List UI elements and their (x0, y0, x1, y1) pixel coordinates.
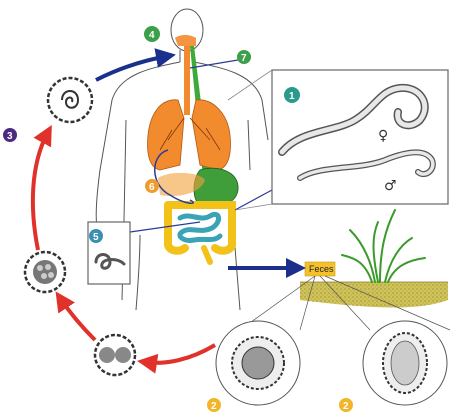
callout-line-top (227, 69, 273, 101)
grass-icon (341, 209, 426, 283)
male-symbol: ♂ (384, 178, 397, 194)
lungs-icon (147, 99, 231, 171)
pointer-line-7 (189, 59, 239, 69)
svg-text:Feces: Feces (309, 264, 334, 274)
svg-text:6: 6 (149, 182, 155, 193)
svg-text:4: 4 (149, 30, 155, 41)
large-intestine-icon (164, 201, 236, 255)
unfertilized-egg-magnified (362, 320, 448, 406)
larva-panel (87, 221, 131, 285)
svg-text:7: 7 (241, 53, 247, 64)
soil-ground (300, 281, 448, 308)
nasal-cavity-icon (175, 35, 196, 46)
arrow-two-cell-to-morula (55, 291, 97, 342)
arrow-ingestion (95, 48, 176, 82)
pointer-line-5 (129, 221, 201, 233)
badge-2-left: 2 (207, 398, 221, 412)
badge-1: 1 (284, 87, 300, 103)
egg-stage-embryonated (46, 76, 94, 124)
badge-7: 7 (237, 50, 251, 64)
migration-route-line (154, 149, 194, 205)
svg-text:2: 2 (343, 401, 349, 412)
fertilized-egg-magnified (215, 320, 301, 406)
badge-6: 6 (145, 179, 159, 193)
arrow-morula-to-embryonated (30, 124, 52, 251)
badge-3: 3 (3, 128, 17, 142)
svg-text:2: 2 (211, 401, 217, 412)
badge-5: 5 (89, 229, 103, 243)
larva-icon (94, 253, 126, 270)
rectum-icon (201, 245, 213, 265)
female-symbol: ♀ (378, 128, 388, 144)
svg-text:1: 1 (289, 91, 295, 102)
badge-2-right: 2 (339, 398, 353, 412)
badge-4: 4 (144, 26, 160, 42)
egg-stage-two-cell (93, 333, 137, 377)
small-intestine-icon (177, 212, 223, 243)
adult-worms-panel: ♀ ♂ (227, 69, 449, 211)
arrow-soil-to-two-cell (137, 343, 217, 374)
callout-line-bottom (234, 203, 273, 211)
feces-label: Feces (304, 261, 336, 277)
liver-icon (158, 172, 205, 197)
svg-text:3: 3 (7, 131, 13, 142)
feces-pointer-lines (239, 275, 451, 331)
svg-text:5: 5 (93, 232, 99, 243)
egg-stage-morula (23, 250, 67, 294)
pointer-line-1 (234, 189, 273, 211)
trachea-icon (184, 46, 190, 115)
